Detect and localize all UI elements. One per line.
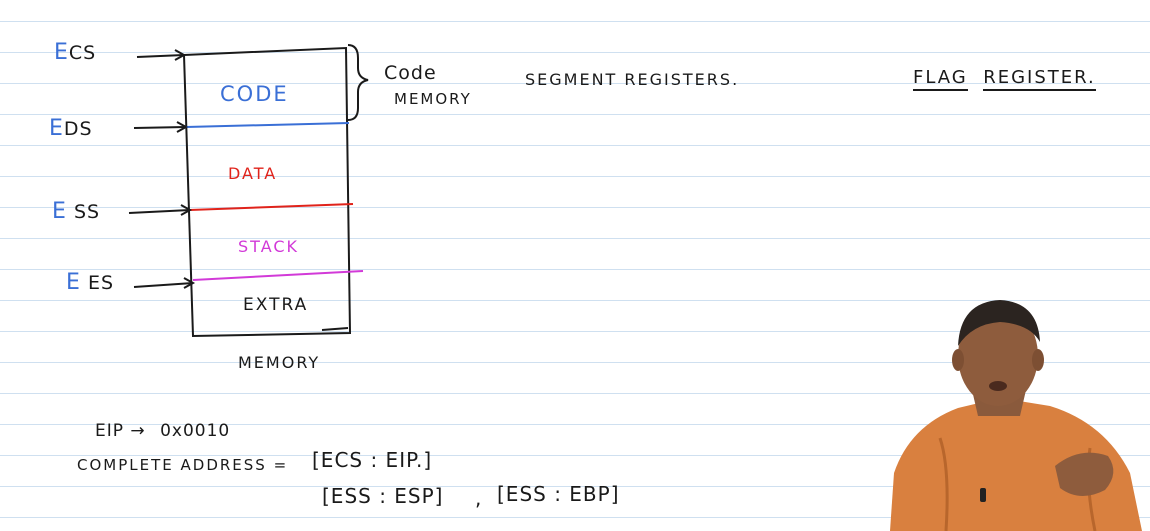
register-eds-label: EDS xyxy=(49,116,93,141)
eip-arrow: → xyxy=(130,421,146,441)
complete-address-expr2: [ESS : ESP] xyxy=(322,484,444,508)
register-ecs-prefix: E xyxy=(54,40,69,65)
extra-segment-label: EXTRA xyxy=(243,295,309,315)
register-eds-name: DS xyxy=(63,118,93,140)
complete-address-expr3: [ESS : EBP] xyxy=(497,482,620,506)
code-segment-label: CODE xyxy=(220,82,289,106)
arrow-ess xyxy=(128,204,193,216)
register-ecs-name: CS xyxy=(68,42,97,64)
flag-word: FLAG xyxy=(913,67,968,91)
register-ess-name: SS xyxy=(73,201,101,223)
presenter-figure xyxy=(890,300,1142,531)
register-ees-label: E ES xyxy=(66,270,114,295)
memory-caption: MEMORY xyxy=(238,353,321,372)
arrow-ecs xyxy=(136,49,187,61)
presenter-video-overlay xyxy=(880,298,1150,531)
segment-registers-heading: SEGMENT REGISTERS. xyxy=(525,70,740,89)
register-word: REGISTER. xyxy=(983,67,1096,91)
stack-segment-label: STACK xyxy=(238,237,300,256)
register-eds-prefix: E xyxy=(49,116,64,141)
register-ees-name: ES xyxy=(87,272,115,294)
register-ees-prefix: E xyxy=(66,270,81,295)
arrow-eds xyxy=(133,121,189,133)
brace-note-line1: Code xyxy=(384,62,437,84)
register-ess-label: E SS xyxy=(52,199,100,224)
data-segment-label: DATA xyxy=(228,164,278,183)
flag-register-heading: FLAG REGISTER. xyxy=(913,67,1096,91)
eip-value: 0x0010 xyxy=(160,421,231,441)
brace-note-line2: MEMORY xyxy=(394,90,472,108)
data-stack-divider xyxy=(189,203,354,211)
complete-address-label: COMPLETE ADDRESS = xyxy=(77,456,289,474)
memory-box-outline xyxy=(182,46,352,338)
code-memory-brace xyxy=(347,44,369,121)
complete-address-separator: , xyxy=(475,486,483,510)
register-ecs-label: ECS xyxy=(54,40,96,65)
arrow-ees xyxy=(133,277,196,289)
complete-address-expr1: [ECS : EIP.] xyxy=(312,448,433,472)
code-data-divider xyxy=(185,122,350,128)
register-ess-prefix: E xyxy=(52,199,67,224)
eip-register: EIP xyxy=(95,421,125,441)
stack-extra-divider xyxy=(192,270,364,281)
eip-line: EIP → 0x0010 xyxy=(95,421,230,441)
